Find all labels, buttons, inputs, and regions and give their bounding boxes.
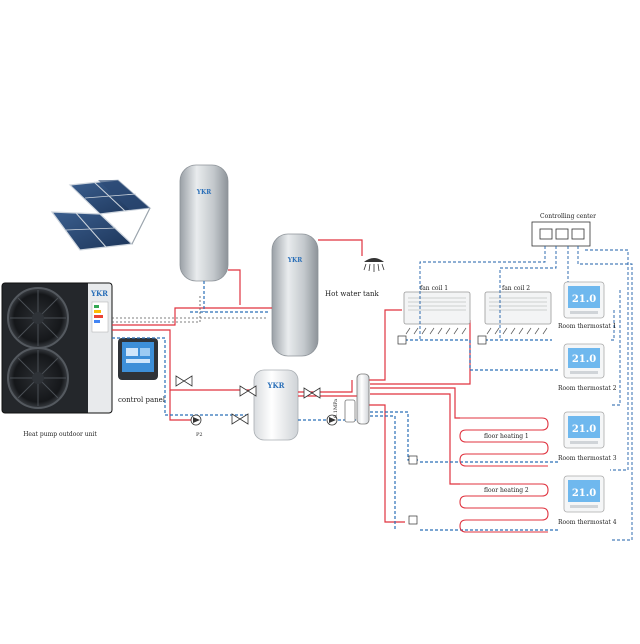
floor-heating-2-label: floor heating 2 (484, 487, 529, 494)
hot-water-tank-brand: YKR (287, 257, 303, 264)
room-thermostat-2: 21.0 (563, 343, 605, 379)
shower-head-icon (363, 258, 385, 272)
signal-cables (112, 296, 268, 323)
control-panel (118, 338, 158, 380)
upper-tank-brand: YKR (196, 189, 212, 196)
room-thermostat-4-label: Room thermostat 4 (558, 519, 617, 526)
pump-mark: P2 (196, 432, 203, 438)
thermostat-2-reading: 21.0 (572, 354, 596, 365)
solar-panel (50, 179, 152, 251)
room-thermostat-4: 21.0 (563, 475, 605, 513)
room-thermostat-1: 21.0 (563, 281, 605, 319)
room-thermostat-3-label: Room thermostat 3 (558, 455, 617, 462)
fan-coil-1 (403, 291, 471, 335)
control-wiring (419, 246, 633, 541)
buffer-tank-brand: YKR (267, 381, 285, 390)
dhw-tank-upper: YKR (179, 164, 229, 282)
thermostat-4-reading: 21.0 (572, 488, 596, 499)
outdoor-unit-brand: YKR (90, 289, 108, 298)
controlling-center-label: Controlling center (540, 213, 596, 220)
zone-valve-icon (397, 335, 487, 525)
hot-supply-piping (112, 239, 471, 523)
heat-pump-outdoor-unit: YKR (1, 282, 113, 414)
room-thermostat-2-label: Room thermostat 2 (558, 385, 617, 392)
room-thermostat-1-label: Room thermostat 1 (558, 323, 617, 330)
valve-icon (175, 375, 321, 425)
hot-water-tank-label: Hot water tank (325, 290, 380, 298)
buffer-tank: YKR (253, 369, 299, 441)
control-panel-label: control panel (118, 396, 166, 404)
controlling-center (531, 221, 591, 247)
hot-water-tank: YKR (271, 233, 319, 357)
distribution-manifold (344, 373, 370, 425)
heat-pump-label: Heat pump outdoor unit (23, 431, 97, 438)
floor-heating-2 (459, 483, 549, 533)
fan-coil-1-label: fan coil 1 (420, 285, 448, 292)
room-thermostat-3: 21.0 (563, 411, 605, 449)
thermostat-1-reading: 21.0 (572, 294, 596, 305)
floor-heating-1-label: floor heating 1 (484, 433, 529, 440)
pressure-label: 0.1MPa (333, 399, 339, 418)
thermostat-3-reading: 21.0 (572, 424, 596, 435)
fan-coil-2-label: fan coil 2 (502, 285, 530, 292)
fan-coil-2 (484, 291, 552, 335)
pump-icon (190, 414, 338, 426)
floor-heating-1 (459, 417, 549, 467)
